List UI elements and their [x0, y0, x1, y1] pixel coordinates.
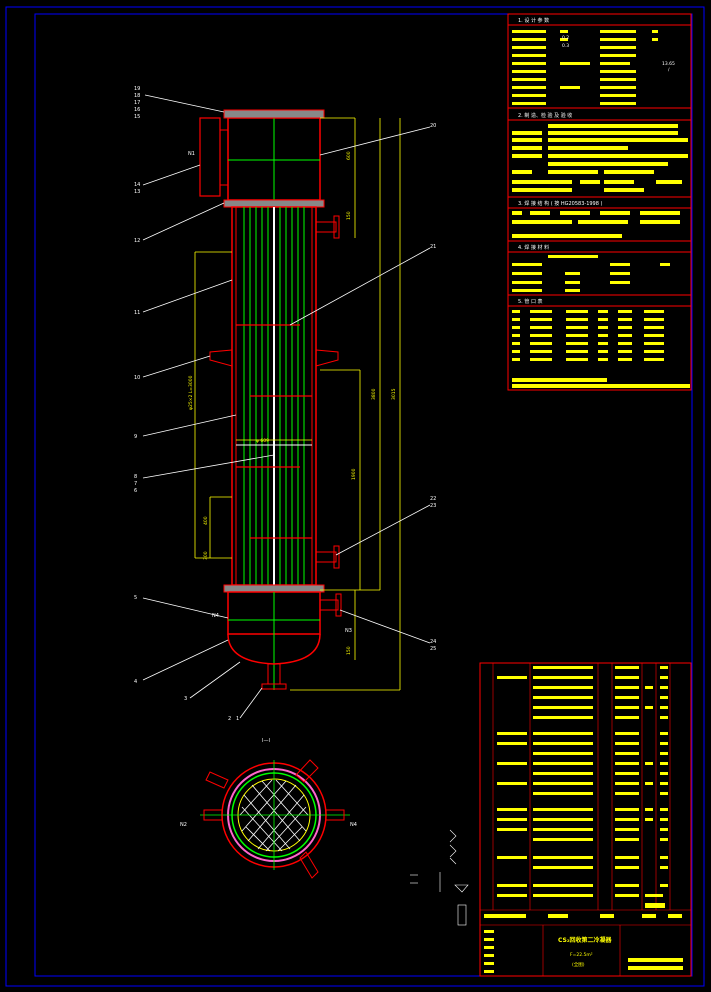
callout-18: 18	[134, 93, 140, 99]
nozzle-labels: N1 N3 N4	[188, 151, 352, 634]
callout-1: 1	[236, 716, 239, 722]
callout-25: 25	[430, 646, 436, 652]
param-value-4: 13.65	[662, 61, 675, 67]
section-label: I—I	[262, 738, 270, 744]
callout-17: 17	[134, 100, 140, 106]
section-header-3: 3. 焊 接 结 构 ( 按 HG20583-1998 )	[518, 200, 603, 207]
dim-150b: 150	[346, 646, 352, 655]
leader-lines	[142, 94, 431, 719]
outer-frame	[5, 6, 705, 987]
callout-20: 20	[430, 123, 436, 129]
callout-3: 3	[184, 696, 187, 702]
param-value-2: 0.3	[562, 43, 569, 49]
callout-13: 13	[134, 189, 140, 195]
dimension-lines	[194, 117, 401, 691]
title-block-sub: (全图)	[572, 961, 585, 968]
dim-1900: 1900	[351, 468, 357, 480]
param-value-1: 0.2	[562, 35, 569, 41]
dim-tube: φ25×2 L=3000	[188, 375, 194, 410]
section-nozzle-n4: N4	[350, 822, 357, 828]
param-value-3: /	[668, 67, 670, 73]
vessel-elevation	[199, 109, 342, 690]
section-view: I—I N2 N4	[180, 738, 357, 879]
title-block-spec: F=22.5m²	[570, 952, 593, 958]
callout-16: 16	[134, 107, 140, 113]
dim-3015: 3015	[391, 388, 397, 400]
callout-22: 22	[430, 496, 436, 502]
callout-15: 15	[134, 114, 140, 120]
callout-11: 11	[134, 310, 140, 316]
callout-8: 8	[134, 474, 137, 480]
callout-23: 23	[430, 503, 436, 509]
callout-12: 12	[134, 238, 140, 244]
dimension-texts: 600 150 3800 3015 1900 φ25×2 L=3000 400 …	[188, 151, 397, 655]
section-header-4: 4. 焊 接 材 料	[518, 244, 549, 251]
callout-9: 9	[134, 434, 137, 440]
design-tables: 1. 设 计 参 数 0.2 0.3 / 13.65 2. 制 造、检 验 及 …	[507, 13, 692, 391]
section-nozzle-n2: N2	[180, 822, 187, 828]
callouts-left: 19 18 17 16 15 14 13 12 11 10 9 8 7 6 5 …	[134, 86, 239, 722]
nozzle-n4: N4	[212, 613, 219, 619]
callout-10: 10	[134, 375, 140, 381]
callout-6: 6	[134, 488, 137, 494]
inner-frame	[34, 13, 693, 977]
dim-600: 600	[346, 151, 352, 160]
nozzle-n3: N3	[345, 628, 352, 634]
callout-5: 5	[134, 595, 137, 601]
section-header-5: 5. 管 口 表	[518, 298, 543, 305]
dim-300: 300	[203, 551, 209, 560]
callout-2: 2	[228, 716, 231, 722]
callout-24: 24	[430, 639, 436, 645]
section-header-1: 1. 设 计 参 数	[518, 17, 549, 24]
callout-14: 14	[134, 182, 140, 188]
callout-4: 4	[134, 679, 137, 685]
callout-21: 21	[430, 244, 436, 250]
title-block-title: CS₂回收第二冷凝器	[558, 936, 612, 944]
dim-dia: φ 609	[256, 438, 269, 444]
dim-3800: 3800	[371, 388, 377, 400]
dim-400: 400	[203, 516, 209, 525]
dim-150: 150	[346, 211, 352, 220]
callout-7: 7	[134, 481, 137, 487]
parts-list: CS₂回收第二冷凝器 F=22.5m² (全图)	[479, 662, 692, 977]
section-header-2: 2. 制 造、检 验 及 验 收	[518, 112, 572, 119]
nozzle-n1: N1	[188, 151, 195, 157]
weld-symbols	[410, 829, 469, 926]
callout-19: 19	[134, 86, 140, 92]
callouts-right: 20 21 22 23 24 25	[430, 123, 436, 652]
